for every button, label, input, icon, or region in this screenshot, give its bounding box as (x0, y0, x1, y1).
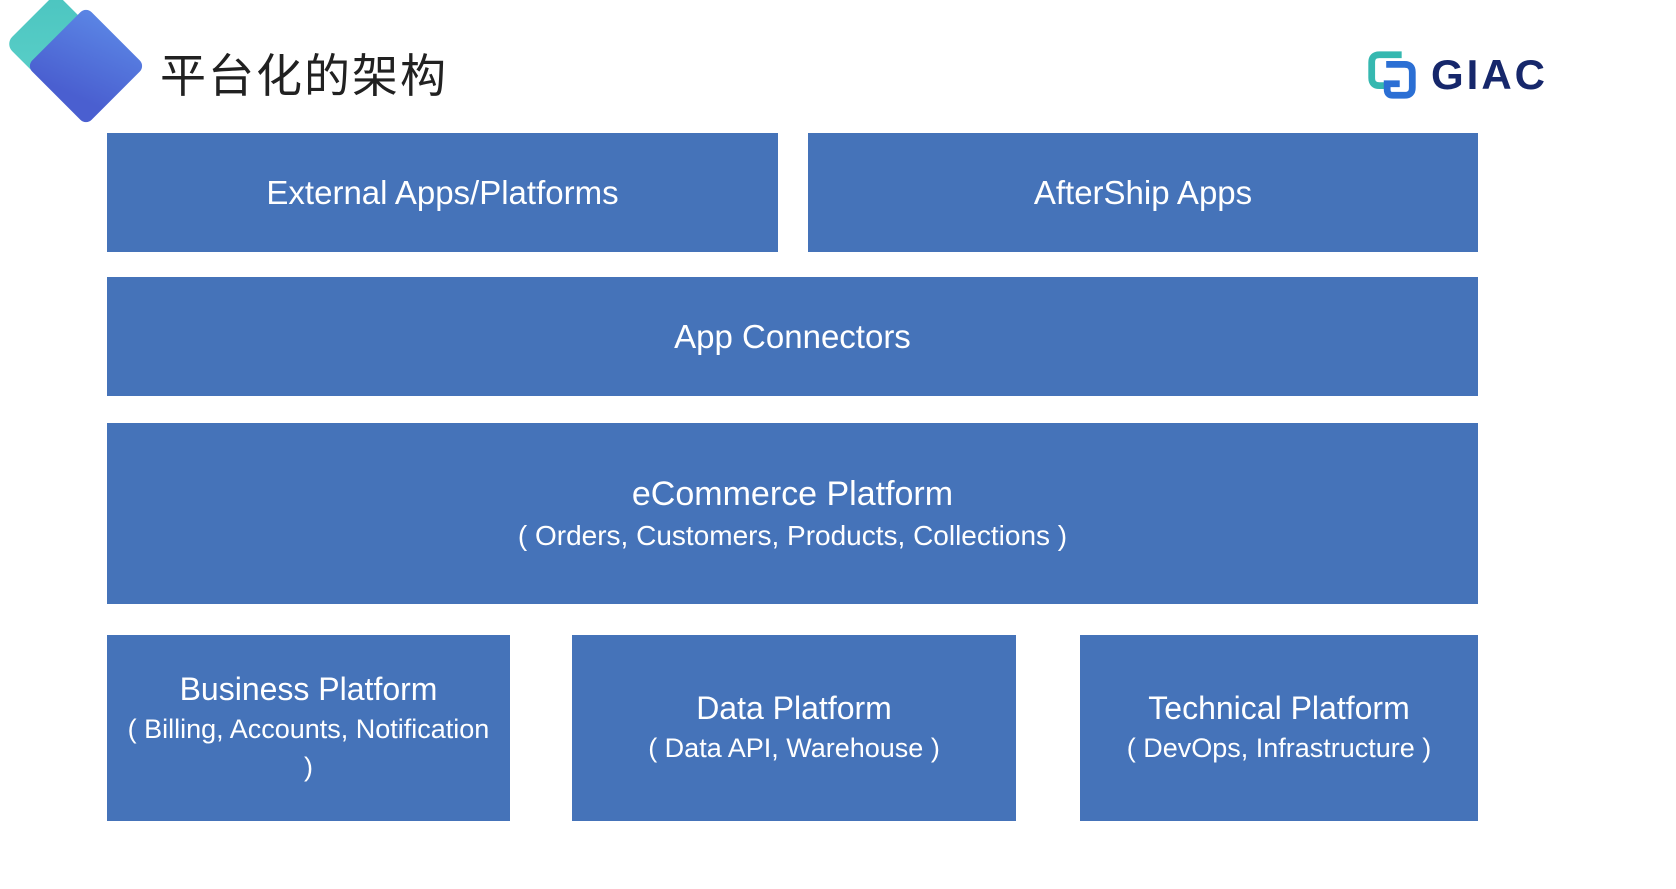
giac-logo-text: GIAC (1431, 51, 1548, 98)
box-title: Business Platform (179, 671, 438, 708)
slide-logo (0, 0, 150, 135)
box-ecommerce-platform: eCommerce Platform ( Orders, Customers, … (107, 423, 1478, 604)
giac-logo: GIAC (1363, 46, 1548, 104)
box-technical-platform: Technical Platform ( DevOps, Infrastruct… (1080, 635, 1478, 821)
box-label: App Connectors (674, 317, 911, 355)
box-subtitle: ( Data API, Warehouse ) (648, 732, 940, 763)
box-external-apps-platforms: External Apps/Platforms (107, 133, 778, 252)
box-subtitle: ( DevOps, Infrastructure ) (1126, 732, 1432, 763)
box-data-platform: Data Platform ( Data API, Warehouse ) (572, 635, 1016, 821)
box-app-connectors: App Connectors (107, 277, 1478, 396)
box-title: Data Platform (696, 690, 892, 727)
giac-logo-icon (1368, 51, 1416, 99)
box-label: AfterShip Apps (1033, 173, 1253, 211)
box-subtitle: ( Orders, Customers, Products, Collectio… (517, 520, 1068, 551)
page-title: 平台化的架构 (160, 50, 448, 102)
box-title: Technical Platform (1148, 690, 1410, 727)
box-aftership-apps: AfterShip Apps (808, 133, 1478, 252)
box-subtitle: ( Billing, Accounts, Notification ) (127, 714, 490, 782)
box-business-platform: Business Platform ( Billing, Accounts, N… (107, 635, 510, 821)
box-label: External Apps/Platforms (266, 173, 619, 211)
box-title: eCommerce Platform (631, 474, 954, 513)
